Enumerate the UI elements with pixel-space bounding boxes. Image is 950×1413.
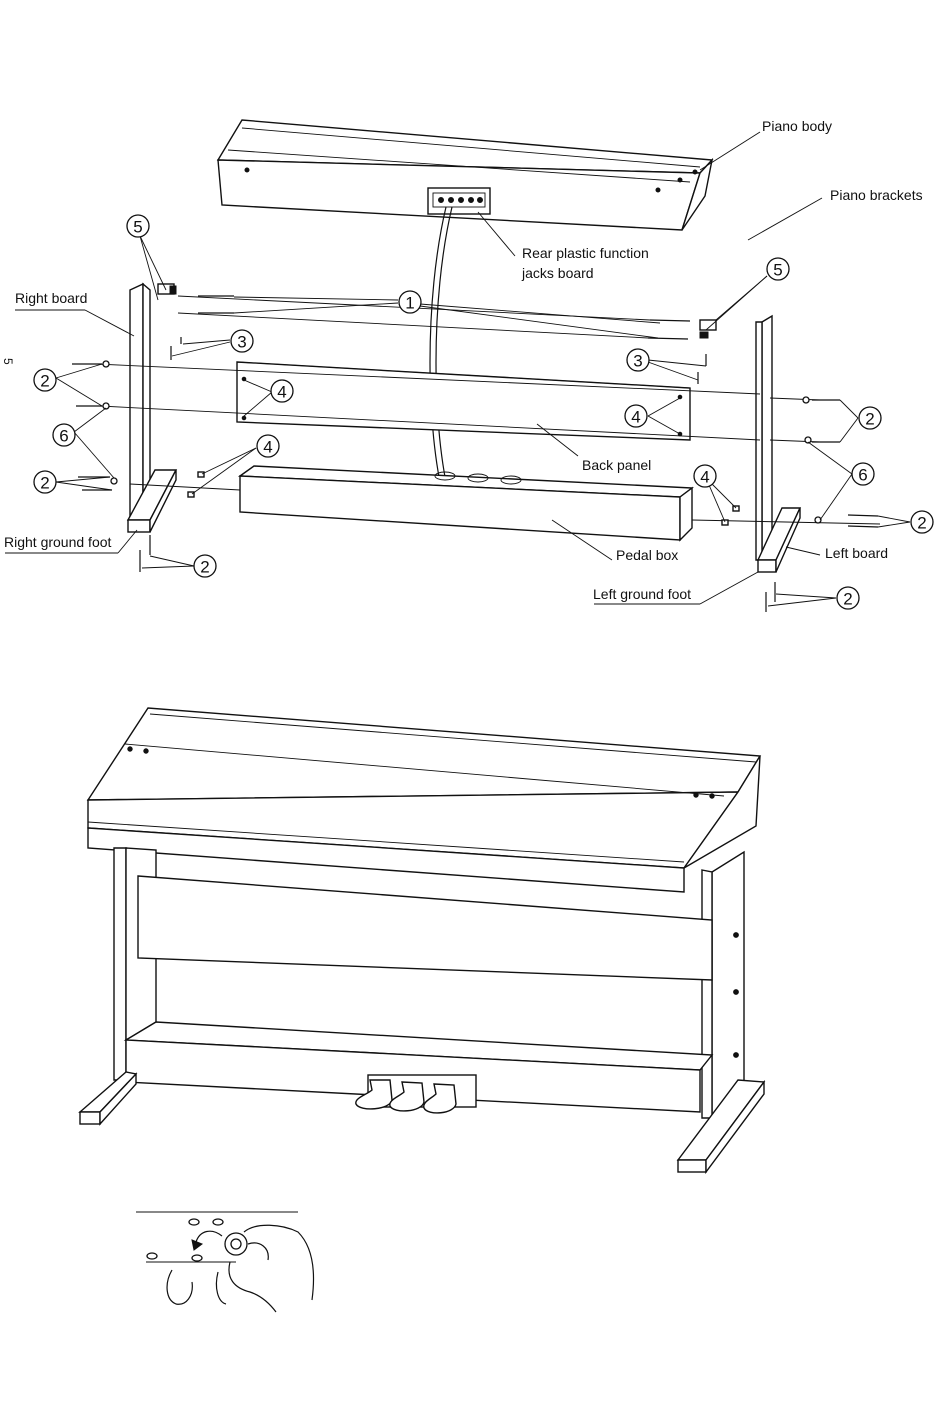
svg-text:5: 5 (133, 218, 142, 237)
svg-text:2: 2 (200, 558, 209, 577)
callout-5-left: 5 (767, 258, 789, 280)
label-rear-jacks-line1: Rear plastic function (522, 245, 649, 261)
callout-2-lower-right-board: 2 (34, 471, 56, 493)
cable-connector-detail (136, 1212, 313, 1312)
assembled-piano-view (80, 708, 764, 1172)
label-left-board: Left board (825, 545, 888, 561)
svg-text:3: 3 (237, 333, 246, 352)
page-number: 5 (1, 358, 15, 365)
svg-text:5: 5 (773, 261, 782, 280)
label-rear-jacks-line2: jacks board (521, 265, 594, 281)
svg-text:4: 4 (277, 383, 286, 402)
rear-jacks-board-part (428, 188, 490, 214)
label-right-ground-foot: Right ground foot (4, 534, 112, 550)
label-piano-brackets: Piano brackets (830, 187, 923, 203)
svg-text:4: 4 (700, 468, 709, 487)
callout-4-panel-left: 4 (625, 405, 647, 427)
callout-2-right-side: 2 (859, 407, 881, 429)
callout-3-right: 3 (231, 330, 253, 352)
callout-4-panel-right: 4 (271, 380, 293, 402)
callout-2-upper-right-board: 2 (34, 369, 56, 391)
callout-2-right-foot: 2 (194, 555, 216, 577)
svg-text:2: 2 (843, 590, 852, 609)
left-board-part (756, 316, 772, 560)
pedal-box-part (240, 466, 692, 540)
callout-2-far-right: 2 (911, 511, 933, 533)
svg-text:2: 2 (40, 474, 49, 493)
label-right-board: Right board (15, 290, 87, 306)
bracket-right (158, 284, 176, 294)
callout-6-right: 6 (53, 424, 75, 446)
callout-4-lower-left: 4 (694, 465, 716, 487)
svg-text:6: 6 (59, 427, 68, 446)
callout-2-left-foot: 2 (837, 587, 859, 609)
svg-text:1: 1 (405, 294, 414, 313)
svg-text:2: 2 (917, 514, 926, 533)
pedals (356, 1075, 476, 1113)
pedal-cable (436, 207, 470, 517)
exploded-view: Piano body Piano brackets Rear plastic f… (4, 118, 933, 612)
callout-1: 1 (399, 291, 421, 313)
svg-text:4: 4 (631, 408, 640, 427)
label-left-ground-foot: Left ground foot (593, 586, 691, 602)
label-back-panel: Back panel (582, 457, 651, 473)
label-pedal-box: Pedal box (616, 547, 678, 563)
svg-text:3: 3 (633, 352, 642, 371)
svg-text:4: 4 (263, 438, 272, 457)
svg-text:6: 6 (858, 466, 867, 485)
callout-3-left: 3 (627, 349, 649, 371)
svg-text:2: 2 (865, 410, 874, 429)
callout-4-lower-right: 4 (257, 435, 279, 457)
callout-6-left: 6 (852, 463, 874, 485)
label-piano-body: Piano body (762, 118, 832, 134)
svg-text:2: 2 (40, 372, 49, 391)
callout-5-right: 5 (127, 215, 149, 237)
